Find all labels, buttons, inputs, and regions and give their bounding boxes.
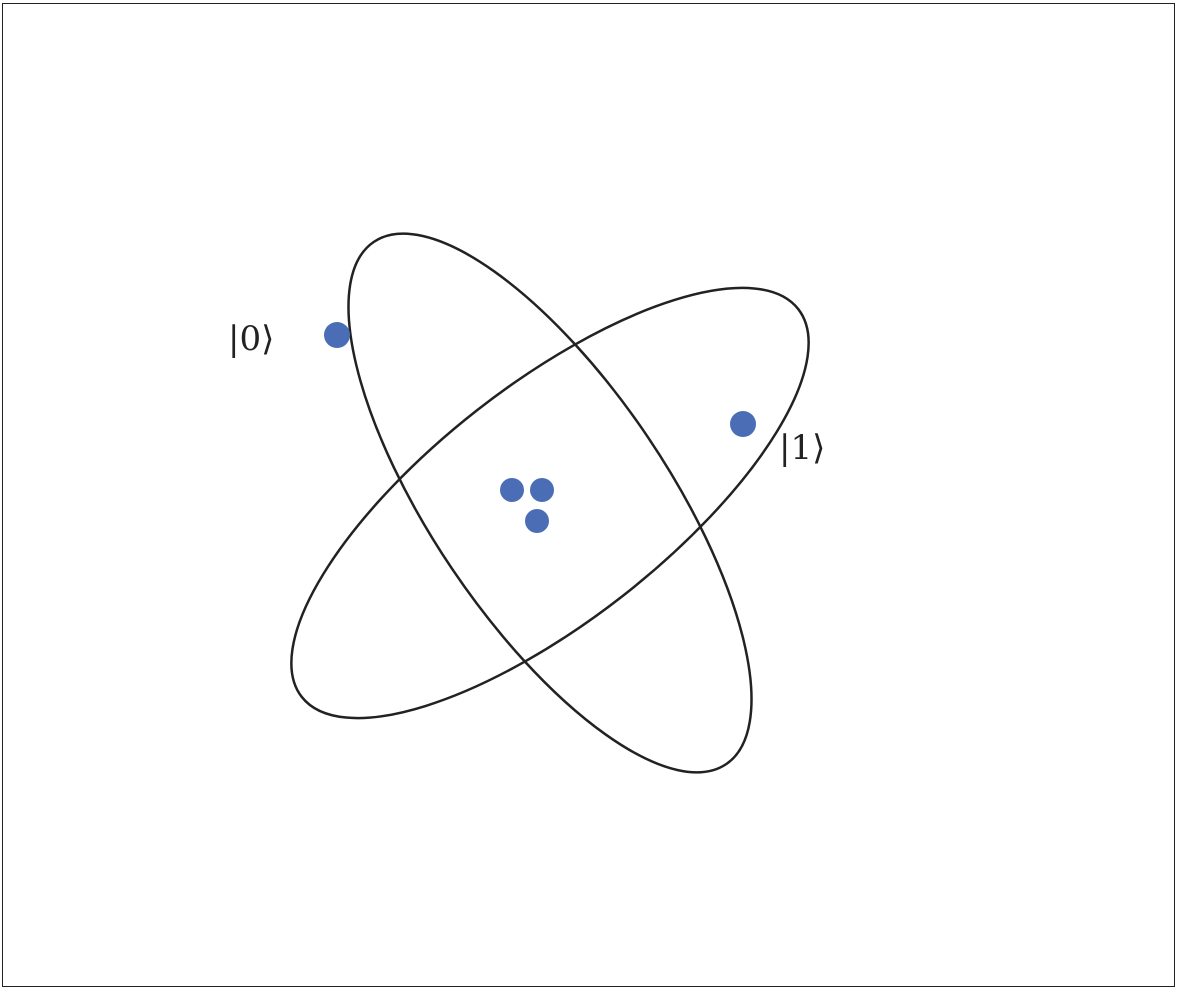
electron-state-one: [730, 411, 756, 437]
nucleus-particle: [530, 478, 554, 502]
electron-state-zero: [324, 322, 350, 348]
nucleus-particle: [500, 478, 524, 502]
orbit-ellipse-1: [290, 286, 810, 720]
nucleus: [500, 478, 554, 533]
state-zero-label: |0⟩: [228, 319, 274, 359]
orbit-ellipse-2: [347, 232, 753, 774]
state-one-label: |1⟩: [779, 428, 825, 468]
nucleus-particle: [525, 509, 549, 533]
figure-frame: [2, 3, 1175, 987]
